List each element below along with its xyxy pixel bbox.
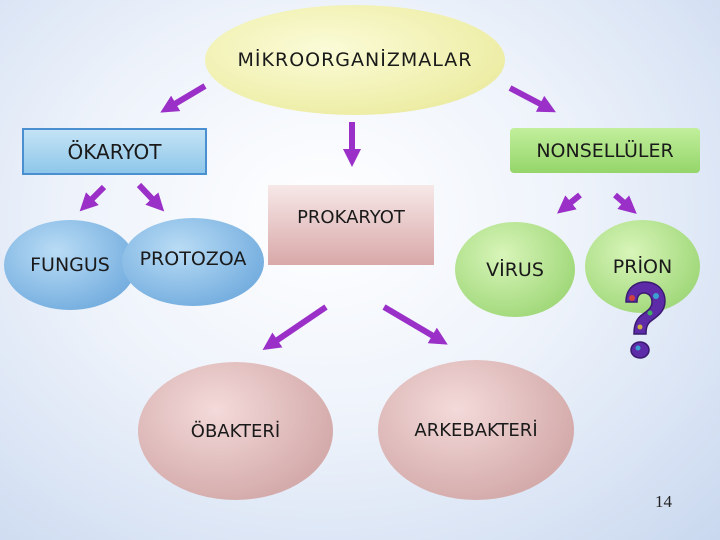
node-okaryot: ÖKARYOT xyxy=(22,128,207,175)
arrow-root-to-okaryot xyxy=(160,83,207,113)
arrow-okaryot-to-protozoa xyxy=(136,182,165,212)
arrow-okaryot-to-fungus xyxy=(79,184,107,212)
node-prokaryot: PROKARYOT xyxy=(268,185,434,265)
node-arkebakteri: ARKEBAKTERİ xyxy=(378,360,574,500)
node-prion: PRİON xyxy=(585,220,700,313)
node-obakteri: ÖBAKTERİ xyxy=(138,362,333,500)
node-nonsellular: NONSELLÜLER xyxy=(510,128,700,173)
arrow-nonsellular-to-virus xyxy=(557,192,582,214)
node-fungus: FUNGUS xyxy=(4,220,136,310)
arrow-root-to-nonsellular xyxy=(508,85,556,113)
arrow-nonsellular-to-prion xyxy=(613,192,637,214)
page-number: 14 xyxy=(655,492,672,511)
arrow-prokaryot-to-arkebakteri xyxy=(382,304,448,345)
root-node-mikroorganizmalar: MİKROORGANİZMALAR xyxy=(205,5,505,115)
arrow-prokaryot-to-obakteri xyxy=(262,304,328,351)
node-virus: VİRUS xyxy=(455,222,575,317)
node-protozoa: PROTOZOA xyxy=(122,218,264,306)
question-mark-icon xyxy=(625,281,666,359)
